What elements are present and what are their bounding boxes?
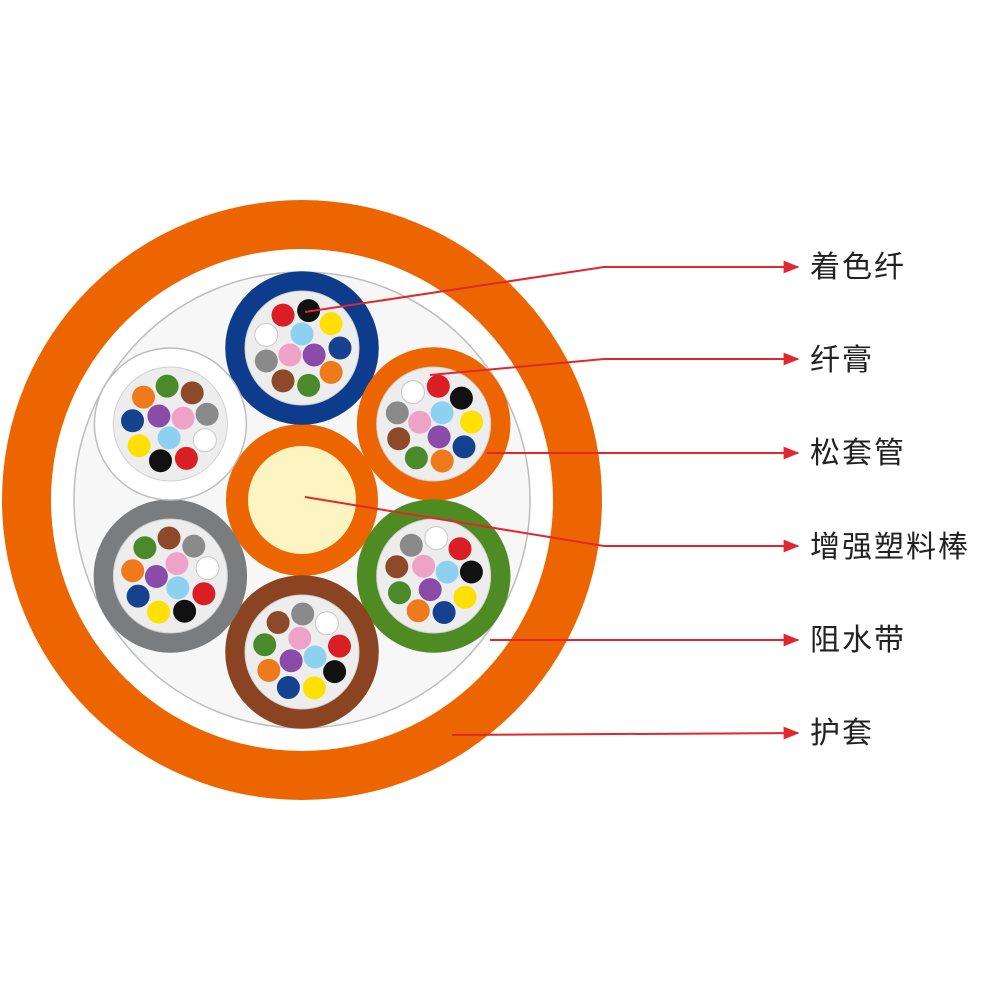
fiber-violet bbox=[147, 404, 171, 428]
fiber-pink bbox=[165, 552, 189, 576]
label-jacket: 护套 bbox=[810, 716, 874, 751]
fiber-orange bbox=[257, 658, 281, 682]
fiber-pink bbox=[408, 410, 432, 434]
fiber-green bbox=[155, 374, 179, 398]
fiber-blue bbox=[432, 601, 456, 624]
fiber-green bbox=[404, 446, 428, 470]
fiber-violet bbox=[302, 343, 326, 367]
fiber-brown bbox=[271, 369, 295, 393]
fiber-black bbox=[173, 599, 197, 623]
fiber-yellow bbox=[147, 600, 171, 624]
fiber-brown bbox=[157, 526, 181, 550]
fiber-yellow bbox=[319, 312, 343, 336]
fiber-red bbox=[174, 446, 198, 470]
leader-line-strength-rod bbox=[304, 496, 800, 553]
fiber-blue bbox=[121, 409, 144, 433]
fiber-blue bbox=[452, 435, 476, 459]
fiber-red bbox=[328, 634, 351, 658]
fiber-brown bbox=[385, 555, 409, 579]
fiber-blue bbox=[328, 336, 352, 360]
fiber-gray bbox=[254, 349, 278, 373]
label-strength-rod: 增强塑料棒 bbox=[810, 530, 970, 565]
fiber-gray bbox=[399, 533, 423, 557]
fiber-pink bbox=[412, 554, 436, 578]
label-loose-tube: 松套管 bbox=[810, 436, 906, 471]
fiber-white bbox=[424, 526, 449, 551]
fiber-green bbox=[297, 373, 321, 397]
loose-tube-brown bbox=[225, 575, 379, 729]
fiber-pink bbox=[171, 406, 195, 430]
loose-tube-gray bbox=[93, 499, 248, 653]
fiber-orange bbox=[319, 360, 343, 384]
fiber-violet bbox=[279, 649, 303, 673]
fiber-aqua bbox=[303, 645, 327, 669]
fiber-black bbox=[323, 660, 347, 684]
fiber-gray bbox=[291, 602, 315, 626]
fiber-aqua bbox=[166, 576, 190, 600]
fiber-orange bbox=[132, 385, 155, 409]
fiber-pink bbox=[278, 343, 302, 367]
label-fiber-gel: 纤膏 bbox=[810, 343, 874, 378]
leader-line-fiber-gel bbox=[429, 352, 800, 376]
fiber-aqua bbox=[435, 560, 459, 584]
fiber-white bbox=[195, 556, 220, 581]
leader-line-jacket bbox=[451, 726, 800, 740]
fiber-yellow bbox=[127, 434, 151, 458]
fiber-yellow bbox=[453, 585, 477, 609]
fiber-white bbox=[314, 611, 339, 636]
fiber-brown bbox=[387, 427, 411, 451]
fiber-black bbox=[449, 386, 473, 410]
fiber-green bbox=[253, 633, 277, 657]
leader-line-colored-fiber bbox=[304, 260, 800, 313]
fiber-red bbox=[192, 582, 216, 606]
leader-lines-group bbox=[304, 260, 800, 740]
fiber-orange bbox=[430, 449, 454, 473]
fiber-red bbox=[448, 537, 472, 561]
fiber-gray bbox=[182, 534, 206, 558]
fiber-yellow bbox=[302, 676, 326, 700]
loose-tube-blue bbox=[225, 271, 379, 425]
fiber-white bbox=[400, 380, 425, 405]
fiber-gray bbox=[385, 401, 409, 425]
fiber-orange bbox=[121, 559, 145, 583]
fiber-orange bbox=[406, 599, 430, 623]
fiber-red bbox=[271, 303, 295, 327]
fiber-yellow bbox=[460, 410, 484, 434]
label-colored-fiber: 着色纤 bbox=[810, 250, 906, 285]
fiber-gray bbox=[195, 402, 219, 426]
fiber-green bbox=[133, 536, 157, 560]
fiber-brown bbox=[180, 381, 204, 405]
fiber-violet bbox=[418, 578, 442, 602]
fiber-aqua bbox=[430, 401, 454, 425]
loose-tube-orange bbox=[356, 347, 511, 501]
fiber-violet bbox=[144, 565, 168, 588]
loose-tube-green bbox=[356, 499, 511, 653]
fiber-brown bbox=[266, 611, 290, 634]
fiber-aqua bbox=[157, 426, 181, 450]
fiber-black bbox=[149, 449, 172, 473]
fiber-aqua bbox=[290, 322, 314, 346]
fiber-white bbox=[192, 428, 217, 453]
fiber-pink bbox=[288, 626, 312, 650]
fiber-black bbox=[459, 560, 483, 584]
fiber-blue bbox=[276, 676, 300, 699]
strength-plastic-rod bbox=[248, 446, 356, 554]
fiber-blue bbox=[126, 584, 150, 608]
label-water-blocking-tape: 阻水带 bbox=[810, 623, 906, 658]
loose-tubes-group bbox=[93, 271, 511, 729]
loose-tube-white bbox=[93, 347, 248, 501]
fiber-white bbox=[254, 323, 279, 347]
fiber-green bbox=[388, 581, 411, 605]
fiber-violet bbox=[427, 425, 451, 449]
fiber-red bbox=[426, 374, 450, 398]
